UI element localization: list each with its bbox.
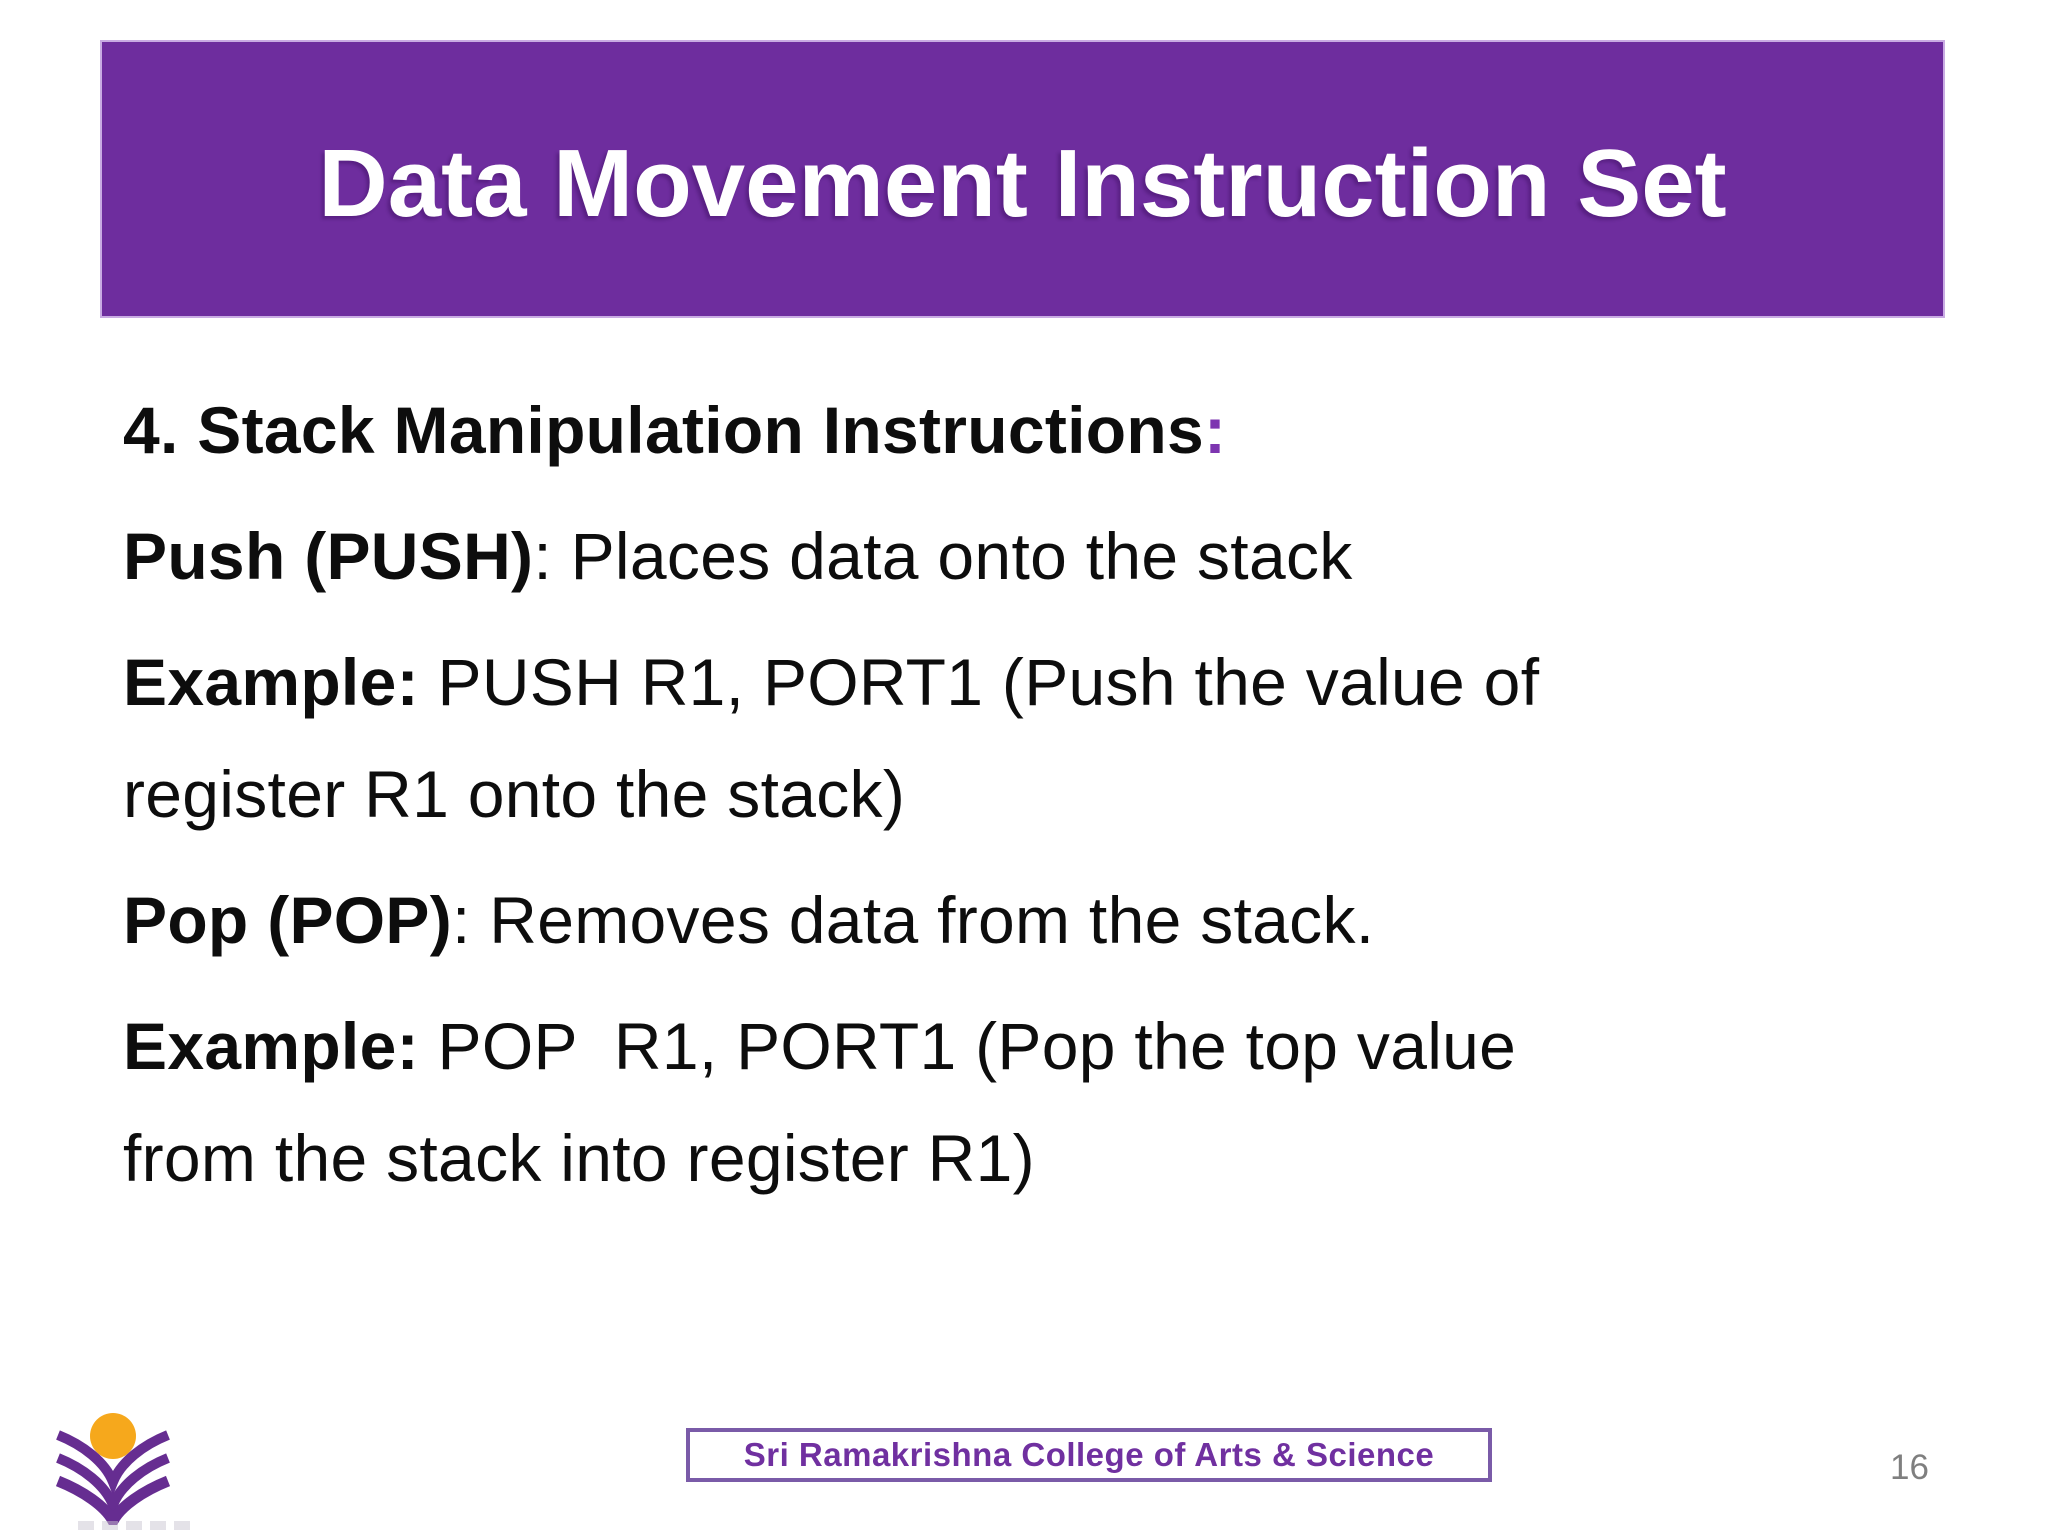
text-segment: from the stack into register R1)	[123, 1121, 1035, 1195]
title-banner: Data Movement Instruction Set	[100, 40, 1945, 318]
text-segment: :	[1204, 393, 1227, 467]
body-line: Pop (POP): Removes data from the stack.	[123, 864, 1933, 976]
text-segment: Push (PUSH)	[123, 519, 534, 593]
text-segment: PUSH R1, PORT1 (Push the value of	[418, 645, 1540, 719]
body-line: Example: PUSH R1, PORT1 (Push the value …	[123, 626, 1933, 738]
logo-caption-remnant	[78, 1521, 190, 1530]
text-segment: Pop (POP)	[123, 883, 453, 957]
text-segment: POP R1, PORT1 (Pop the top value	[418, 1009, 1517, 1083]
body-line: register R1 onto the stack)	[123, 738, 1933, 850]
college-logo	[55, 1413, 171, 1525]
text-segment: register R1 onto the stack)	[123, 757, 906, 831]
body-line: 4. Stack Manipulation Instructions:	[123, 374, 1933, 486]
text-segment: : Places data onto the stack	[533, 519, 1353, 593]
text-segment: Example:	[123, 645, 419, 719]
slide-title: Data Movement Instruction Set	[318, 130, 1727, 237]
body-line: from the stack into register R1)	[123, 1102, 1933, 1214]
footer-college-name: Sri Ramakrishna College of Arts & Scienc…	[743, 1436, 1435, 1473]
body-line: Push (PUSH): Places data onto the stack	[123, 500, 1933, 612]
sun-icon	[90, 1413, 136, 1459]
body-line: Example: POP R1, PORT1 (Pop the top valu…	[123, 990, 1933, 1102]
page-number: 16	[1890, 1448, 1929, 1487]
text-segment: 4. Stack Manipulation Instructions	[123, 393, 1205, 467]
text-segment: Example:	[123, 1009, 419, 1083]
body-text: 4. Stack Manipulation Instructions: Push …	[123, 374, 1933, 1214]
text-segment: : Removes data from the stack.	[452, 883, 1375, 957]
footer-box: Sri Ramakrishna College of Arts & Scienc…	[686, 1428, 1492, 1482]
